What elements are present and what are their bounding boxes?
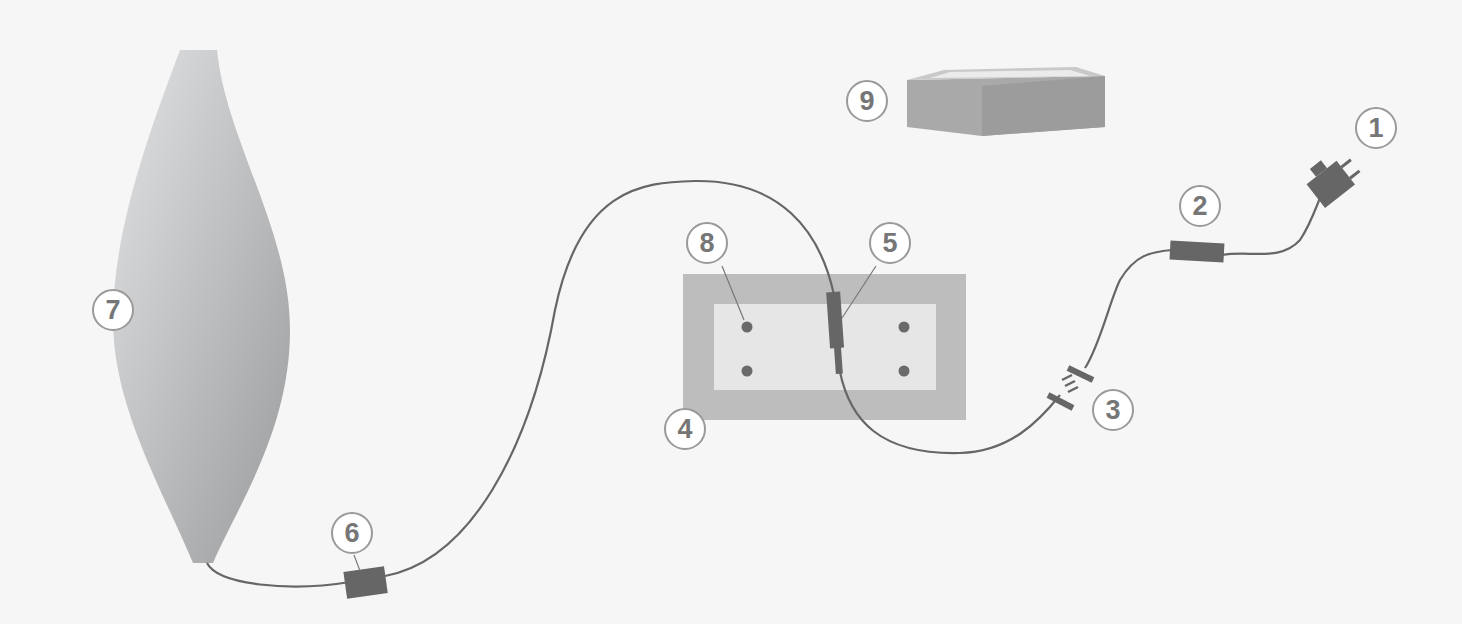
callout-number: 8 <box>699 230 714 257</box>
callout-number: 3 <box>1105 397 1120 424</box>
callout-circle: 5 <box>869 222 911 264</box>
callout-circle: 7 <box>92 289 134 331</box>
callout-number: 5 <box>882 230 897 257</box>
callout-circle: 2 <box>1179 185 1221 227</box>
driver-box <box>1170 241 1225 263</box>
tray-plate <box>714 304 936 390</box>
inline-switch <box>826 292 846 375</box>
callout-circle: 1 <box>1355 107 1397 149</box>
callout-circle: 8 <box>686 222 728 264</box>
lamp-shade <box>113 50 290 563</box>
base-tray <box>683 274 966 420</box>
callout-circle: 9 <box>846 80 888 122</box>
callout-number: 4 <box>677 416 692 443</box>
box <box>907 67 1105 136</box>
callout-circle: 6 <box>331 512 373 554</box>
callout-circle: 3 <box>1092 389 1134 431</box>
connector <box>1048 368 1093 408</box>
callout-number: 1 <box>1368 115 1383 142</box>
cable <box>207 181 1320 586</box>
callout-number: 7 <box>105 297 120 324</box>
callout-circle: 4 <box>664 408 706 450</box>
plug <box>1300 146 1364 208</box>
callout-number: 9 <box>859 88 874 115</box>
leader-lines <box>354 266 876 571</box>
foot-switch <box>343 566 387 598</box>
callout-number: 2 <box>1192 193 1207 220</box>
mounting-holes <box>742 322 910 377</box>
callout-number: 6 <box>344 520 359 547</box>
